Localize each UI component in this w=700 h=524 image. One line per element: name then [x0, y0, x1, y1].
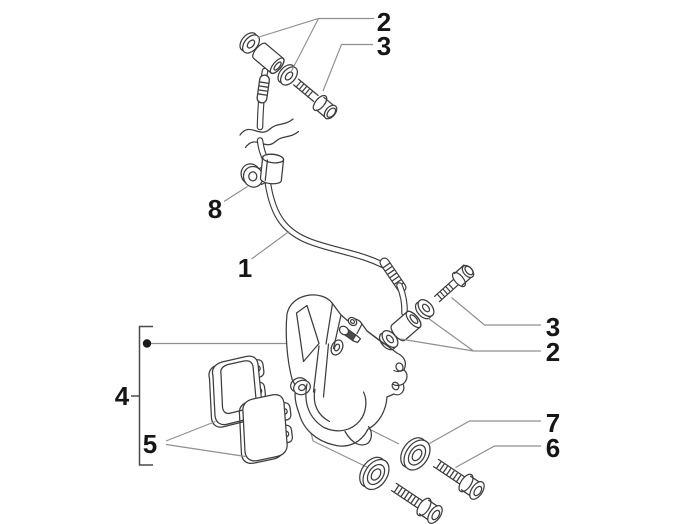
banjo-bolt-top: [292, 78, 338, 120]
callout-2-right: 2: [545, 337, 561, 367]
callout-3-top: 3: [376, 31, 392, 61]
reference-dot: [142, 339, 152, 348]
leader-lines: [165, 17, 541, 469]
banjo-fitting-bottom: [378, 298, 435, 351]
banjo-bolt-bottom: [433, 264, 475, 303]
callout-1: 1: [237, 253, 253, 283]
callout-4: 4: [114, 381, 130, 411]
callout-7: 7: [545, 408, 561, 438]
brake-pads: [208, 355, 293, 464]
callout-5: 5: [142, 429, 158, 459]
mounting-bolts: [390, 458, 485, 524]
banjo-washers-top: [239, 32, 299, 86]
hose-clamp: [240, 153, 285, 188]
callout-3-right: 3: [545, 312, 561, 342]
hose-end-fitting: [252, 42, 285, 75]
callout-4-bracket: [131, 325, 153, 466]
mounting-washers: [359, 437, 431, 491]
callout-2-top: 2: [376, 7, 392, 37]
callout-6: 6: [545, 433, 561, 463]
callout-8: 8: [207, 194, 223, 224]
brake-caliper: [285, 294, 408, 447]
